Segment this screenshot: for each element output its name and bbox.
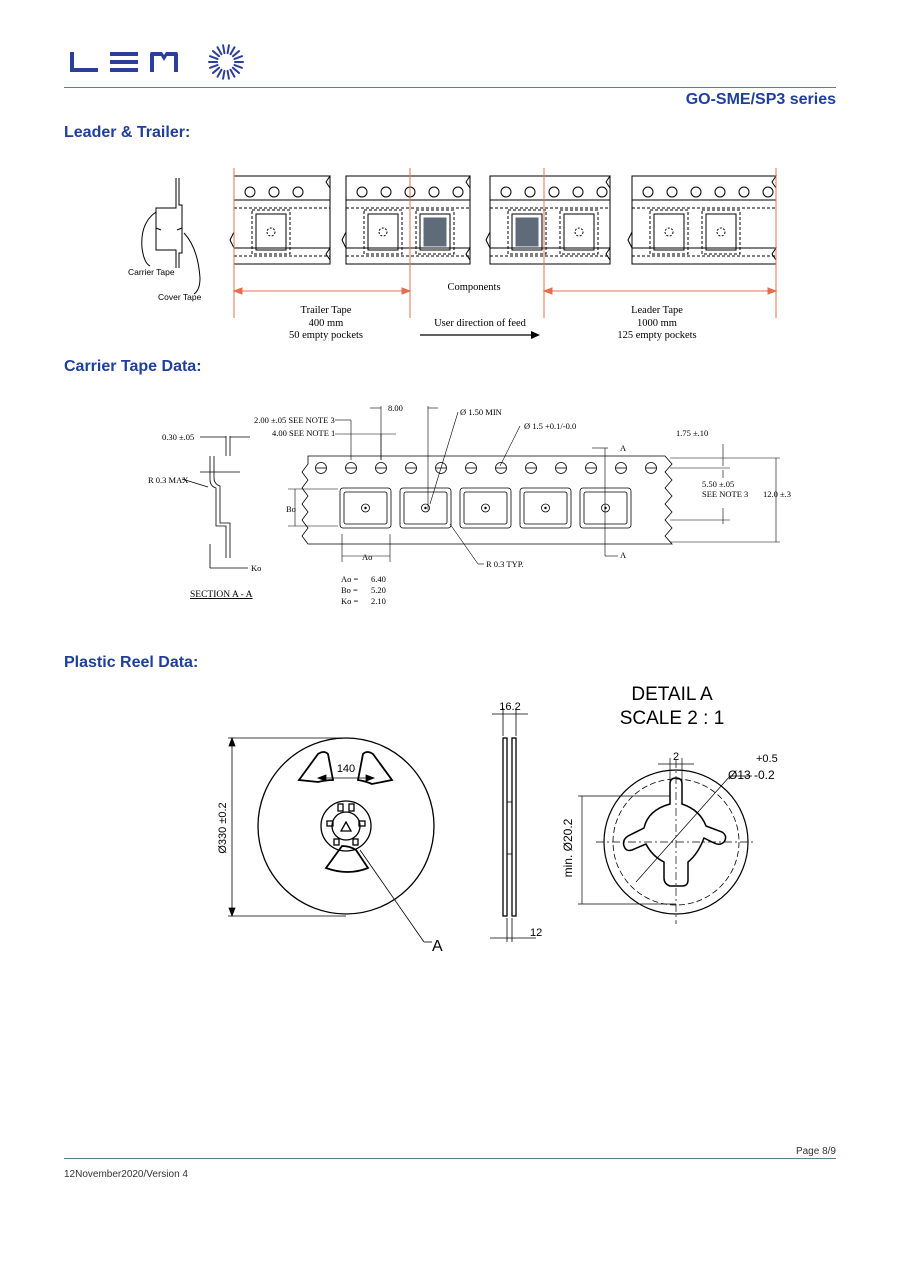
thickness-label: 0.30 ±.05 [162,432,194,442]
trailer-line-1: Trailer Tape [301,305,352,316]
leader-trailer-heading: Leader & Trailer: [64,124,191,141]
hole-dia-label: Ø 1.5 +0.1/-0.0 [524,421,576,431]
carrier-tape-drawing: 0.30 ±.05 R 0.3 MAX Ko SECTION A - A [148,403,791,606]
leader-line-3: 125 empty pockets [617,330,696,341]
footer-rule [64,1158,836,1159]
dim-2: 2 [673,751,679,763]
row-label: 5.50 ±.05 [702,479,734,489]
lem-logo [66,44,256,88]
tape-cross-section [141,178,201,295]
dim-bo-name: Bo = [341,585,358,595]
dim-ao-value: 6.40 [371,574,386,584]
leader-line-2: 1000 mm [637,318,677,329]
section-title: SECTION A - A [190,590,253,600]
version-footer: 12November2020/Version 4 [64,1169,188,1180]
see-note3-label: SEE NOTE 3 [702,489,748,499]
tol-plus: +0.5 [756,753,778,765]
feed-arrow [420,331,540,339]
series-title: GO-SME/SP3 series [685,91,836,108]
detail-a-dims [578,758,756,924]
dim-140: 140 [337,763,355,775]
dim-330: Ø330 ±0.2 [217,802,229,853]
dim-ko-value: 2.10 [371,596,386,606]
reel-front-dims [228,736,432,943]
ao-label: Ao [362,552,372,562]
section-a-a-sketch [181,436,250,569]
dim-13: Ø13 -0.2 [728,768,775,782]
carrier-tape-label: Carrier Tape [128,267,175,277]
r-typ-label: R 0.3 TYP. [486,559,524,569]
components-label: Components [447,282,500,293]
dimension-lines [232,168,778,318]
reel-front-view [257,737,435,915]
trailer-line-2: 400 mm [309,318,344,329]
reel-side-dims [490,708,536,942]
dim-bo-value: 5.20 [371,585,386,595]
cover-tape-label: Cover Tape [158,292,202,302]
feed-direction-label: User direction of feed [434,318,527,329]
header-rule [64,87,836,88]
detail-a-title: DETAIL A [631,684,713,705]
trailer-line-3: 50 empty pockets [289,330,363,341]
section-a-top: A [620,443,627,453]
plastic-reel-drawing: 140 Ø330 ±0.2 A 16.2 12 DETAIL A SCALE 2… [217,684,778,955]
note1-label: 4.00 SEE NOTE 1 [272,428,335,438]
note3-label: 2.00 ±.05 SEE NOTE 3 [254,415,335,425]
r-max-label: R 0.3 MAX [148,475,188,485]
dim-12: 12 [530,927,542,939]
carrier-dim-lines [288,406,780,565]
width-label: 12.0 ±.3 [763,489,791,499]
page-number: Page 8/9 [795,1146,836,1157]
leader-trailer-diagram: Carrier Tape Cover Tape Components Trail… [128,168,778,341]
callout-a: A [432,938,443,955]
bo-label: Bo [286,504,296,514]
dim-ao-name: Ao = [341,574,359,584]
detail-a-scale: SCALE 2 : 1 [620,708,725,729]
ko-label: Ko [251,563,261,573]
plastic-reel-heading: Plastic Reel Data: [64,654,199,671]
hole-min-label: Ø 1.50 MIN [460,407,502,417]
pitch-label: 8.00 [388,403,403,413]
tape-strips [229,175,777,265]
dim-20-2: min. Ø20.2 [561,818,575,877]
reel-side-view [502,737,517,917]
dim-16-2: 16.2 [499,701,520,713]
carrier-tape-strip [301,455,673,545]
section-a-bottom: A [620,550,627,560]
leader-line-1: Leader Tape [631,305,683,316]
lem-logo-graphic [70,44,244,80]
carrier-tape-heading: Carrier Tape Data: [64,358,202,375]
dim-ko-name: Ko = [341,596,359,606]
edge-label: 1.75 ±.10 [676,428,708,438]
